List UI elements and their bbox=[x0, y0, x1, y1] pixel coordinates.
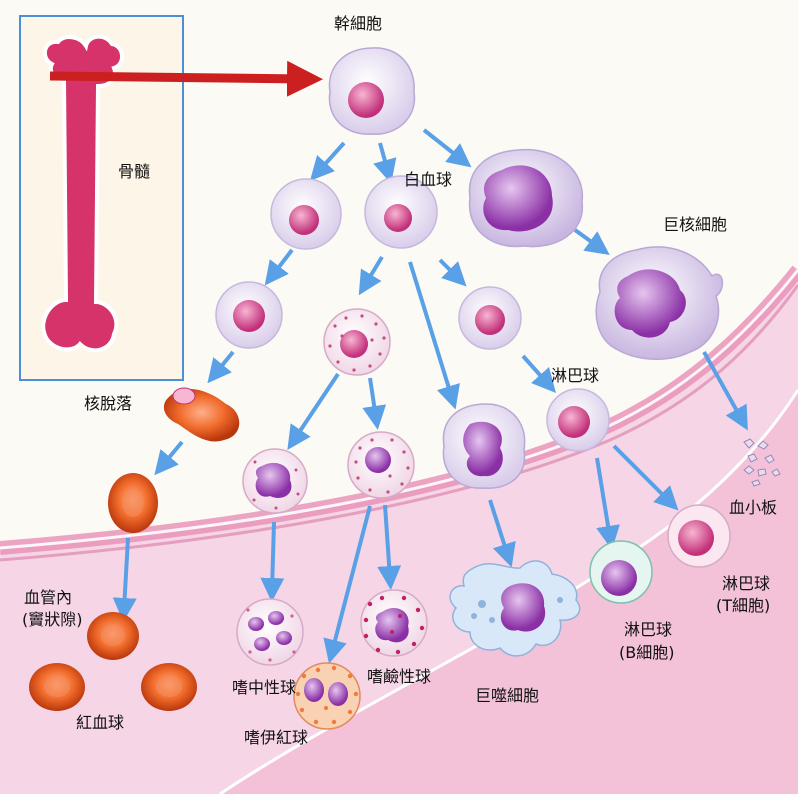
t-lymphocyte-cell bbox=[668, 505, 730, 567]
neutrophil-mature-cell bbox=[237, 599, 303, 665]
label-megakaryocyte: 巨核細胞 bbox=[663, 215, 727, 235]
monocyte-cell bbox=[443, 404, 524, 488]
basophil-precursor-cell bbox=[348, 432, 414, 498]
megakaryoblast-cell bbox=[470, 150, 583, 247]
neutrophil-cell bbox=[243, 449, 307, 513]
basophil-cell bbox=[361, 590, 427, 656]
label-basophil: 嗜鹼性球 bbox=[367, 667, 431, 687]
label-eosinophil: 嗜伊紅球 bbox=[244, 728, 308, 748]
main-arrow bbox=[50, 76, 305, 79]
myeloblast-cell bbox=[324, 309, 390, 375]
label-stem-cell: 幹細胞 bbox=[334, 14, 382, 34]
label-vascular-line2: (竇狀隙) bbox=[22, 610, 83, 630]
label-red-blood-cell: 紅血球 bbox=[76, 713, 124, 733]
progenitor-cell-left bbox=[271, 179, 341, 249]
lymphoblast-cell bbox=[547, 389, 609, 451]
label-vascular-line1: 血管內 bbox=[24, 588, 72, 608]
label-b-lymph-line1: 淋巴球 bbox=[624, 620, 672, 640]
red-blood-cell bbox=[87, 612, 139, 660]
label-macrophage: 巨噬細胞 bbox=[475, 686, 539, 706]
label-white-blood-cell: 白血球 bbox=[404, 170, 452, 190]
label-bone-marrow: 骨髓 bbox=[118, 162, 150, 182]
label-t-lymph-line2: (T細胞) bbox=[716, 596, 770, 616]
red-blood-cell bbox=[108, 473, 158, 533]
bone-marrow-panel bbox=[20, 16, 183, 380]
label-enucleation: 核脫落 bbox=[84, 394, 132, 414]
stem-cell bbox=[329, 48, 414, 134]
red-blood-cell bbox=[141, 663, 197, 711]
label-neutrophil: 嗜中性球 bbox=[232, 678, 296, 698]
erythroblast-cell bbox=[216, 282, 282, 348]
b-lymphocyte-cell bbox=[590, 541, 652, 603]
eosinophil-cell bbox=[294, 663, 360, 729]
red-blood-cell bbox=[29, 663, 85, 711]
label-lymphocyte: 淋巴球 bbox=[551, 366, 599, 386]
label-b-lymph-line2: (B細胞) bbox=[619, 643, 674, 663]
monoblast-cell bbox=[459, 287, 521, 349]
label-t-lymph-line1: 淋巴球 bbox=[722, 574, 770, 594]
label-platelet: 血小板 bbox=[729, 498, 777, 518]
